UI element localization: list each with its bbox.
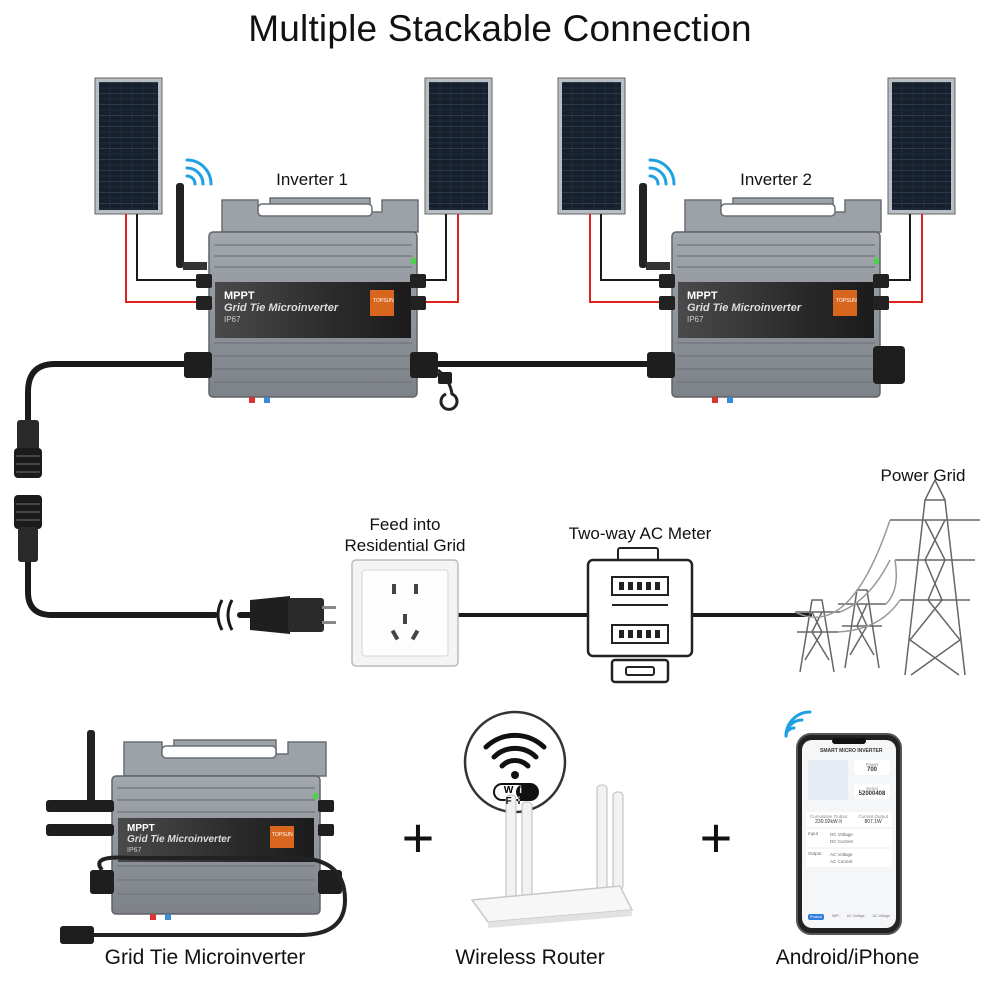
inverter-2-brand: TOPSUN — [836, 298, 857, 304]
wifi-signal-icon-1 — [185, 158, 213, 186]
microinverter-label: Grid Tie Microinverter — [104, 946, 306, 969]
faceplate-mppt: MPPT — [224, 290, 255, 302]
dc-wires — [125, 214, 923, 303]
app-output-rows: AC Voltage AC Current — [830, 851, 853, 865]
app-tab-wifi[interactable]: WiFi — [831, 914, 839, 918]
inverter-1-faceplate: MPPT Grid Tie Microinverter IP67 — [224, 290, 374, 326]
phone-screen: SMART MICRO INVERTER Power 700 Serial 52… — [804, 746, 894, 922]
app-input-label: Input — [808, 831, 819, 836]
power-grid-towers — [794, 478, 980, 676]
wifi-signal-icon-3 — [784, 710, 812, 738]
app-input-block: Input DC Voltage DC Current — [806, 829, 892, 847]
microinverter-product — [46, 730, 348, 944]
solar-panel-2 — [424, 77, 493, 215]
ac-connector-male — [14, 420, 42, 478]
app-output-label: Output — [808, 851, 822, 856]
app-stats: Cumulative Output 230.92kW·h Current Out… — [806, 812, 892, 827]
app-output-block: Output AC Voltage AC Current — [806, 849, 892, 867]
app-stat-1-label: Cumulative Output — [810, 814, 848, 819]
solar-panel-3 — [557, 77, 626, 215]
faceplate-rating: IP67 — [687, 315, 704, 324]
ac-trunk-cable — [25, 361, 812, 618]
feed-label: Feed into Residential Grid — [325, 514, 485, 556]
app-row-ac-voltage: AC Voltage — [830, 852, 853, 857]
power-grid-label: Power Grid — [880, 466, 966, 485]
feed-label-line1: Feed into — [369, 515, 441, 534]
app-stat-2-label: Current Output — [858, 814, 888, 819]
faceplate-model: Grid Tie Microinverter — [687, 302, 802, 314]
solar-panel-4 — [887, 77, 956, 215]
inverter-2 — [639, 183, 905, 403]
app-value-b-label: Serial — [866, 786, 878, 791]
inverter-1-brand: TOPSUN — [373, 298, 394, 304]
inverter-2-faceplate: MPPT Grid Tie Microinverter IP67 — [687, 290, 837, 326]
app-stat-2: Current Output 807.1W — [858, 814, 888, 825]
router-label: Wireless Router — [455, 946, 605, 969]
meter-label: Two-way AC Meter — [568, 524, 712, 543]
app-row-dc-voltage: DC Voltage — [830, 832, 853, 837]
phone-label: Android/iPhone — [775, 946, 920, 969]
page-title: Multiple Stackable Connection — [248, 8, 752, 49]
app-stat-1-value: 230.92kW·h — [815, 819, 843, 825]
product-brand: TOPSUN — [272, 832, 293, 838]
faceplate-rating: IP67 — [224, 315, 241, 324]
app-row-dc-current: DC Current — [830, 839, 853, 844]
app-tab-product[interactable]: Product — [807, 914, 825, 920]
app-tab-dc[interactable]: DC Voltage — [846, 914, 865, 918]
wall-socket — [351, 559, 459, 667]
app-input-rows: DC Voltage DC Current — [830, 831, 853, 845]
schuko-plug — [250, 596, 336, 634]
plus-sign-1: + — [401, 806, 435, 869]
feed-label-line2: Residential Grid — [344, 536, 466, 555]
app-header: SMART MICRO INVERTER — [820, 748, 883, 754]
app-value-a-label: Power — [865, 762, 879, 767]
app-value-b-value: 52000408 — [858, 791, 886, 797]
ac-connector-female — [14, 495, 42, 562]
app-tab-bar: Product WiFi DC Voltage AC Voltage — [804, 914, 894, 920]
wifi-signal-icon-2 — [648, 158, 676, 186]
faceplate-model: Grid Tie Microinverter — [127, 834, 231, 845]
app-value-a-value: 700 — [866, 767, 877, 773]
inverter-2-label: Inverter 2 — [740, 170, 812, 189]
inverter-1-label: Inverter 1 — [276, 170, 348, 189]
product-faceplate: MPPT Grid Tie Microinverter IP67 — [127, 823, 277, 856]
faceplate-rating: IP67 — [127, 847, 142, 854]
app-row-ac-current: AC Current — [830, 859, 853, 864]
app-value-b: Serial 52000408 — [854, 784, 890, 799]
cable-break — [216, 599, 234, 631]
wifi-badge-text: Wi Fi — [503, 785, 529, 807]
faceplate-model: Grid Tie Microinverter — [224, 302, 339, 314]
app-stat-2-value: 807.1W — [864, 819, 882, 825]
faceplate-mppt: MPPT — [687, 290, 718, 302]
solar-illustration-icon — [808, 760, 848, 800]
inverter-1 — [176, 183, 459, 411]
app-tab-ac[interactable]: AC Voltage — [872, 914, 891, 918]
solar-panel-1 — [94, 77, 163, 215]
ac-meter — [586, 547, 694, 684]
app-value-a: Power 700 — [854, 760, 890, 775]
app-stat-1: Cumulative Output 230.92kW·h — [810, 814, 847, 825]
plus-sign-2: + — [699, 806, 733, 869]
app-device-panel: Power 700 Serial 52000408 — [804, 758, 894, 810]
wireless-router — [463, 710, 634, 928]
faceplate-mppt: MPPT — [127, 823, 155, 834]
